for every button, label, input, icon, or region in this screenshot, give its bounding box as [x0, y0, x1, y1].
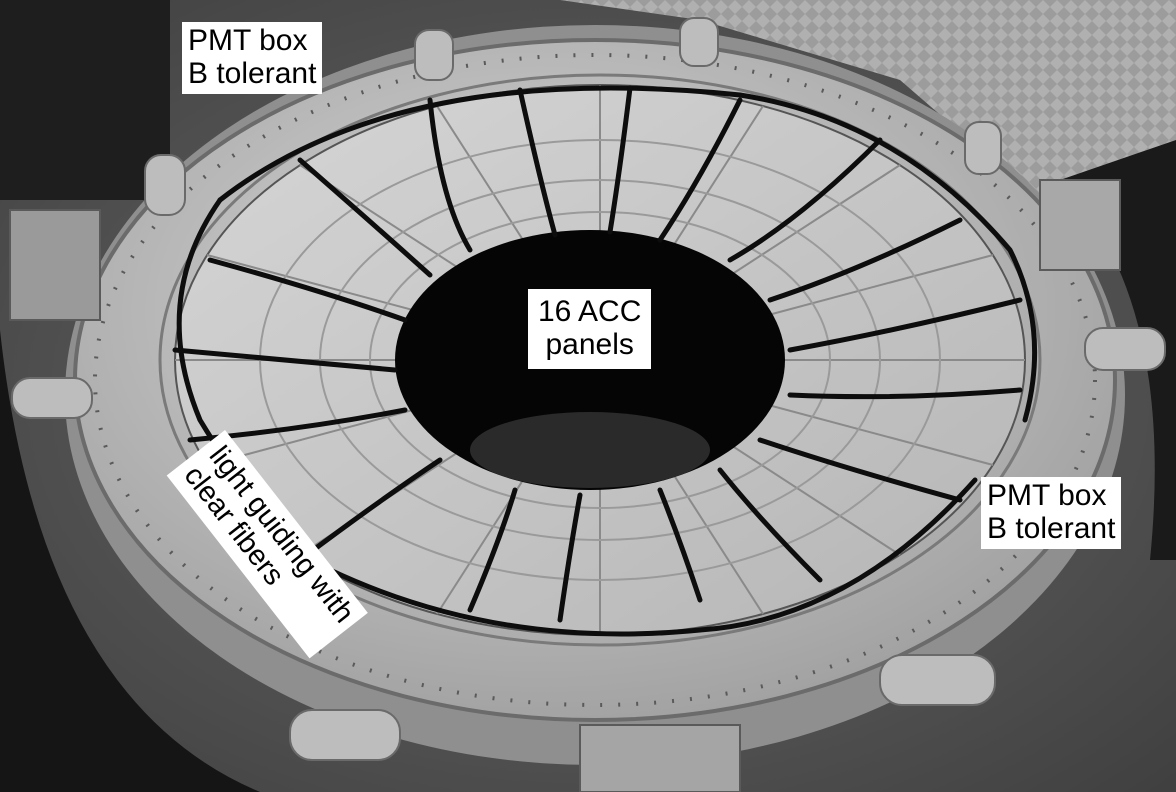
- rivet-ring: [93, 53, 1097, 707]
- dark-turntable: [0, 330, 260, 792]
- inner-flange-edge: [158, 73, 1042, 647]
- left-bracket: [9, 209, 101, 321]
- mounting-studs: [11, 17, 1166, 761]
- right-bracket: [1039, 179, 1121, 271]
- lower-bracket: [579, 724, 741, 792]
- support-frame-left: [0, 0, 170, 200]
- bore-floor: [470, 412, 710, 488]
- pmt-box-label-top: PMT box B tolerant: [182, 22, 323, 94]
- dark-turntable-right: [1060, 140, 1176, 560]
- checker-plate-floor: [560, 0, 1176, 260]
- acc-panels-label: 16 ACC panels: [528, 289, 652, 369]
- pmt-box-label-right-line2: B tolerant: [987, 512, 1116, 545]
- acc-panels-label-line1: 16 ACC: [538, 295, 642, 328]
- pmt-box-label-right: PMT box B tolerant: [981, 477, 1122, 549]
- pmt-box-label-top-line1: PMT box: [188, 24, 308, 57]
- pmt-box-label-top-line2: B tolerant: [188, 57, 317, 90]
- fiber-cables: [172, 85, 1038, 637]
- pmt-box-label-right-line1: PMT box: [987, 479, 1107, 512]
- acc-panels-label-line2: panels: [545, 328, 634, 361]
